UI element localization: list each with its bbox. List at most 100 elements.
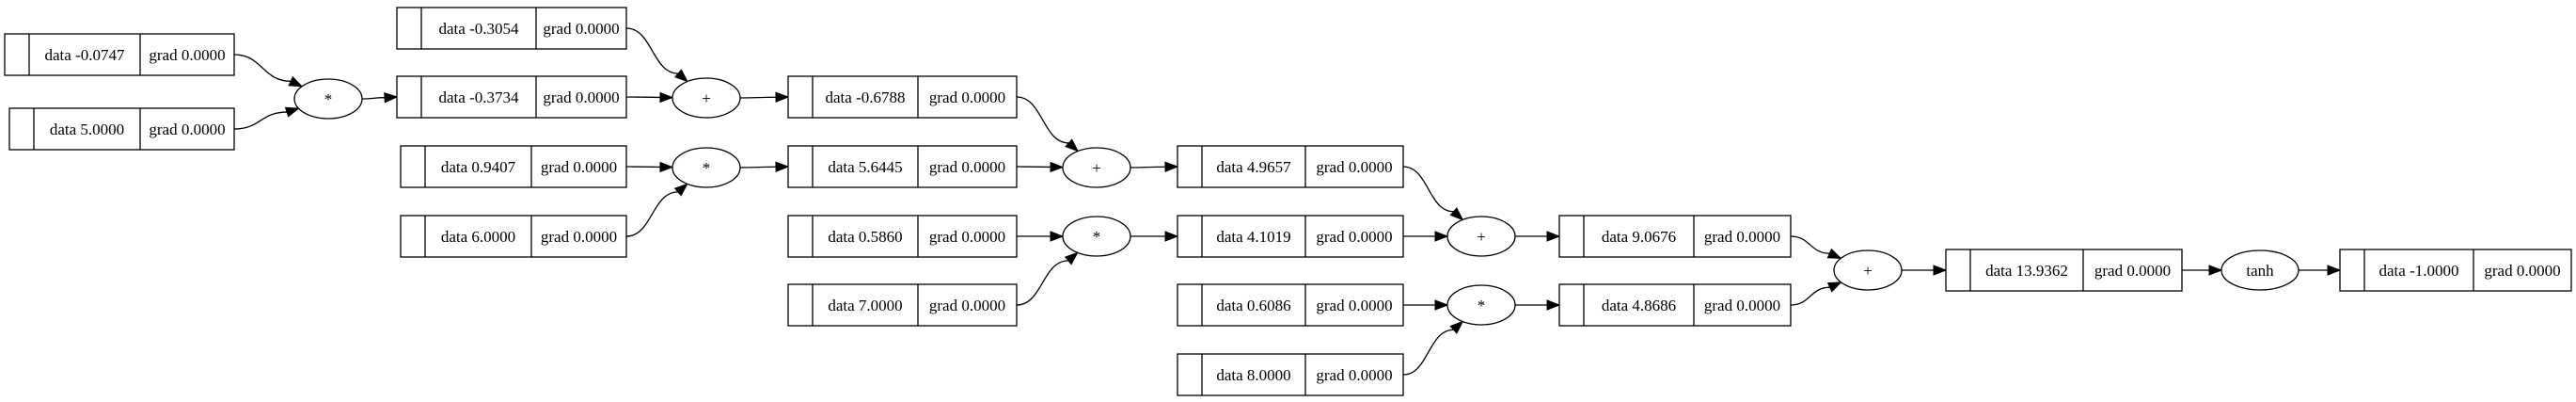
graph-edge [1515, 299, 1561, 311]
arrowhead-icon [1064, 251, 1079, 265]
op-node-ellipse [672, 77, 741, 119]
edge-line [625, 27, 679, 74]
op-node-ellipse [1446, 216, 1516, 257]
op-node-ellipse [672, 147, 741, 188]
value-data: data -1.0000 [2379, 262, 2459, 280]
edge-line [1790, 286, 1830, 306]
value-node-box [787, 215, 1018, 258]
op-node: + [672, 77, 741, 119]
edge-line [739, 96, 777, 99]
edge-line [233, 54, 292, 82]
arrowhead-icon [1050, 231, 1065, 242]
value-node-box [1177, 353, 1404, 396]
arrowhead-icon [775, 91, 790, 103]
graph-edge [1402, 166, 1464, 221]
op-label: * [1478, 297, 1486, 314]
arrowhead-icon [284, 106, 300, 118]
arrowhead-icon [1546, 299, 1561, 311]
arrowhead-icon [1050, 161, 1065, 173]
value-data: data -0.3054 [439, 20, 519, 38]
graph-edge [1403, 231, 1449, 242]
edge-line [1130, 166, 1166, 169]
value-grad: grad 0.0000 [929, 228, 1005, 246]
op-node: + [1446, 216, 1516, 257]
edge-line [1402, 166, 1454, 213]
graph-edge [739, 161, 790, 172]
value-grad: grad 0.0000 [149, 121, 225, 138]
arrowhead-icon [2208, 265, 2223, 276]
op-label: tanh [2246, 262, 2274, 280]
value-node-box [396, 75, 627, 119]
value-data: data 9.0676 [1602, 228, 1676, 246]
op-node-ellipse [1833, 249, 1903, 291]
op-node-ellipse [2220, 249, 2299, 291]
graph-edge [1016, 251, 1079, 306]
graph-edge [1130, 161, 1179, 172]
arrowhead-icon [2327, 265, 2342, 276]
graph-edge [625, 161, 674, 173]
graph-edge [1016, 96, 1080, 153]
op-node: + [1062, 147, 1131, 188]
graph-edge [1515, 231, 1561, 242]
graph-edge [1790, 235, 1842, 259]
value-grad: grad 0.0000 [149, 46, 225, 64]
arrowhead-icon [288, 75, 304, 88]
graph-edge [1016, 161, 1065, 173]
arrowhead-icon [674, 69, 689, 83]
arrowhead-icon [1164, 231, 1179, 242]
edge-line [1016, 260, 1068, 306]
arrowhead-icon [1826, 281, 1842, 293]
graph-edge [625, 183, 688, 237]
value-grad: grad 0.0000 [541, 158, 617, 176]
value-data: data 5.0000 [50, 121, 124, 138]
value-data: data 13.9362 [1985, 262, 2068, 280]
arrowhead-icon [659, 161, 674, 173]
arrowhead-icon [1065, 138, 1080, 153]
graph-edge [2182, 265, 2223, 276]
arrowhead-icon [1826, 248, 1842, 259]
graph-edge [2299, 265, 2342, 276]
value-data: data -0.3734 [439, 88, 519, 106]
graph-edge [625, 91, 674, 104]
arrowhead-icon [659, 91, 674, 104]
value-node-box [400, 215, 627, 258]
op-node-ellipse [293, 78, 363, 120]
op-label: * [703, 159, 711, 177]
value-node: data 0.6086 grad 0.0000 [1177, 283, 1404, 327]
value-grad: grad 0.0000 [2094, 262, 2171, 280]
graph-edge [233, 106, 300, 130]
value-node-box [1177, 145, 1404, 188]
graph-edge [361, 92, 399, 104]
value-data: data 4.9657 [1216, 158, 1291, 176]
value-node-box [1177, 215, 1404, 258]
value-node-box [1558, 215, 1792, 258]
value-data: data 7.0000 [828, 297, 902, 314]
value-data: data 0.6086 [1216, 297, 1290, 314]
edge-line [625, 191, 678, 237]
op-label: + [1477, 228, 1486, 246]
op-node-ellipse [1062, 216, 1131, 257]
value-grad: grad 0.0000 [1316, 228, 1392, 246]
value-grad: grad 0.0000 [1316, 297, 1392, 314]
value-node-box [2339, 249, 2572, 292]
op-node: * [672, 147, 741, 188]
value-node-box [787, 283, 1018, 327]
op-node: + [1833, 249, 1903, 291]
arrowhead-icon [1449, 207, 1464, 221]
graph-edge [1402, 320, 1464, 376]
value-grad: grad 0.0000 [1704, 297, 1780, 314]
value-data: data 0.5860 [828, 228, 902, 246]
op-node: tanh [2220, 249, 2299, 291]
arrowhead-icon [1933, 265, 1948, 276]
